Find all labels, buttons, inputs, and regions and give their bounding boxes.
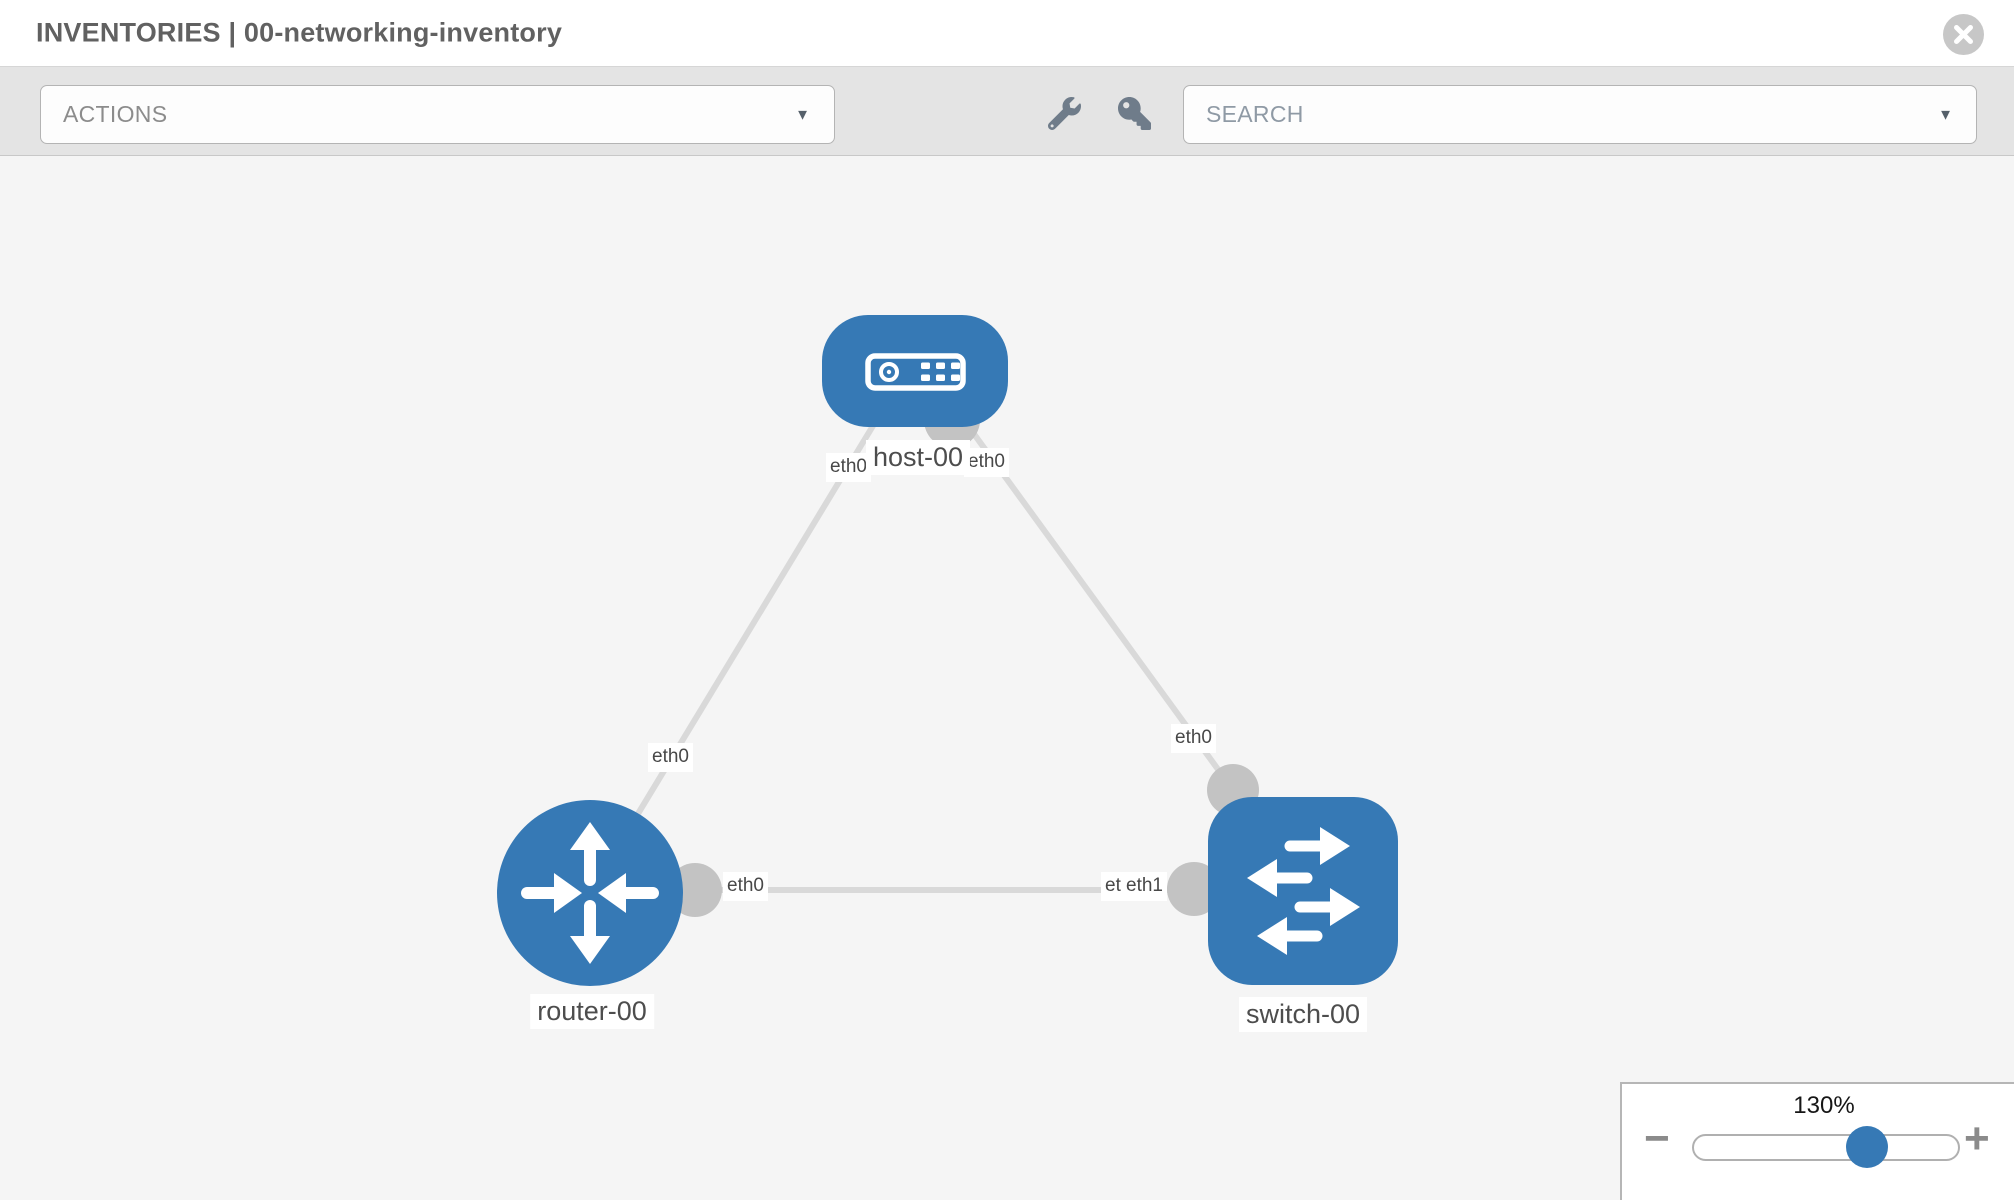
header: INVENTORIES | 00-networking-inventory [0,0,2014,67]
key-icon [1117,96,1151,130]
zoom-panel: 130% − + [1620,1082,2014,1200]
chevron-down-icon: ▼ [1938,106,1953,123]
zoom-slider[interactable] [1692,1126,1960,1168]
actions-dropdown-label: ACTIONS [63,101,168,127]
link-host-router[interactable] [587,399,891,895]
wrench-icon [1047,96,1081,130]
credentials-button[interactable] [1112,93,1156,133]
interface-label: eth0 [1171,724,1216,753]
node-label-router: router-00 [530,994,654,1030]
search-input[interactable] [1183,85,1977,144]
zoom-out-button[interactable]: − [1644,1114,1670,1163]
zoom-in-button[interactable]: + [1964,1114,1990,1163]
router-icon [521,822,659,964]
interface-label: eth0 [648,743,693,772]
interface-label: eth1 [1122,872,1167,901]
topology-graph [497,315,1398,986]
chevron-down-icon: ▼ [795,106,810,123]
toolbar: ACTIONS ▼ ▼ [0,67,2014,156]
zoom-level: 130% [1793,1092,1855,1119]
interface-label: eth0 [826,453,871,482]
zoom-slider-thumb[interactable] [1846,1126,1888,1168]
close-icon [1954,25,1973,44]
actions-dropdown[interactable]: ACTIONS ▼ [40,85,835,144]
interface-label: eth0 [723,872,768,901]
node-host-00[interactable] [822,315,1008,427]
page-title: INVENTORIES | 00-networking-inventory [36,17,563,48]
switch-icon [1247,827,1360,955]
interface-label: eth0 [964,448,1009,477]
configure-button[interactable] [1042,93,1086,133]
node-label-switch: switch-00 [1238,997,1368,1033]
topology-canvas[interactable]: eth0 eth0 eth0 eth0 eth0 eth0 eth1 host-… [0,156,2014,1200]
node-router-00[interactable] [497,800,683,986]
host-icon [865,353,966,391]
search-dropdown: ▼ [1183,85,1977,144]
close-button[interactable] [1943,14,1984,55]
interface-endpoint-dot [1167,862,1221,916]
node-label-host: host-00 [865,440,971,476]
node-switch-00[interactable] [1208,797,1398,985]
